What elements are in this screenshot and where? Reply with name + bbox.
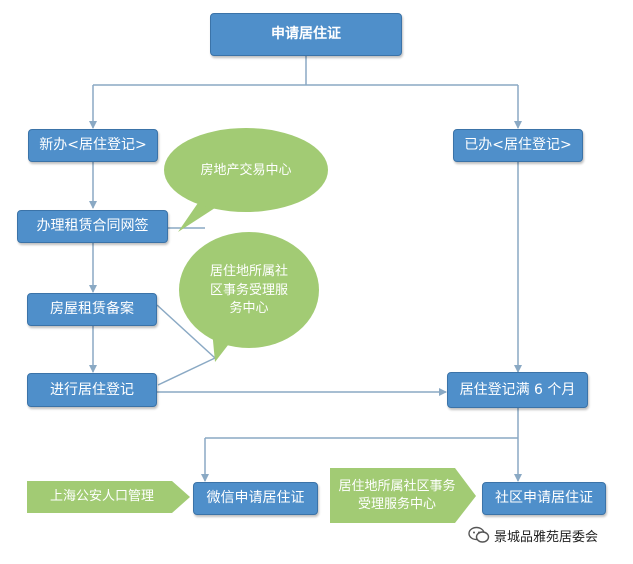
node-rent-contract: 办理租赁合同网签	[17, 210, 168, 243]
connector-bubble2-pointer-b	[157, 357, 216, 386]
node-do-registration: 进行居住登记	[27, 373, 157, 407]
connector-bubble2-pointer-a	[156, 304, 216, 359]
node-rent-filing: 房屋租赁备案	[27, 293, 157, 326]
green-arrow-shanghai-police	[27, 481, 190, 513]
node-six-months: 居住登记满 6 个月	[447, 372, 588, 408]
node-apply-residence-permit: 申请居住证	[210, 13, 402, 56]
wechat-icon	[468, 526, 490, 543]
callout-bubble-community	[179, 232, 319, 362]
node-already-registered: 已办<居住登记>	[453, 129, 583, 162]
callout-text-real-estate: 房地产交易中心	[200, 162, 292, 178]
green-arrow-community-center	[330, 468, 476, 523]
label-shanghai-police: 上海公安人口管理	[49, 489, 154, 505]
brand-watermark: 景城品雅苑居委会	[468, 522, 598, 548]
callout-bubble-real-estate	[164, 128, 328, 232]
node-new-registration: 新办<居住登记>	[28, 129, 158, 162]
node-wechat-apply: 微信申请居住证	[193, 482, 318, 515]
brand-name: 景城品雅苑居委会	[494, 529, 599, 545]
label-community-center: 居住地所属社区事务受理服务中心	[338, 479, 456, 512]
node-community-apply: 社区申请居住证	[482, 482, 606, 515]
callout-text-community: 居住地所属社区事务受理服务中心	[209, 263, 288, 317]
